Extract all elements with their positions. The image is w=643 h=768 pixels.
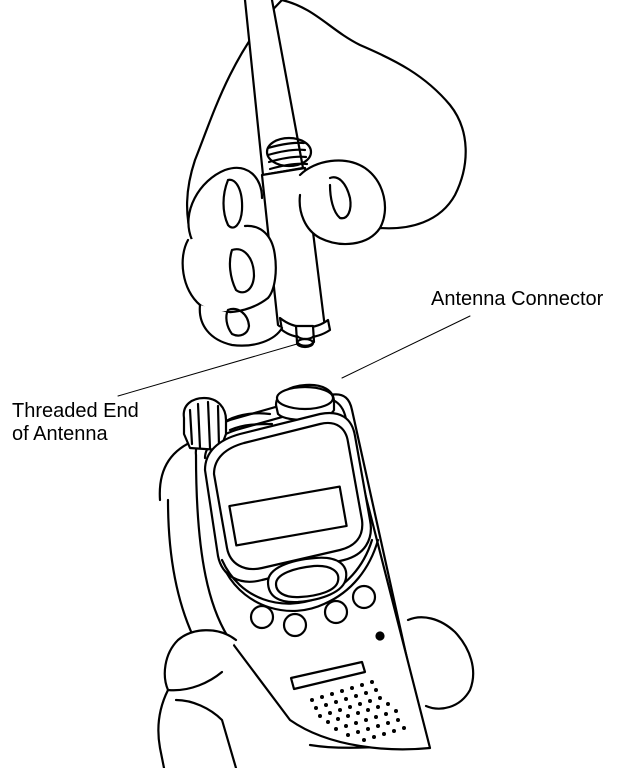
leader-antenna-connector — [342, 316, 470, 378]
radio-indicator-dot — [377, 633, 384, 640]
round-button-1 — [251, 606, 273, 628]
round-button-3 — [325, 601, 347, 623]
round-button-2 — [284, 614, 306, 636]
round-button-4 — [353, 586, 375, 608]
threaded-end-label-line1: Threaded End — [12, 400, 139, 423]
antenna-connector-label: Antenna Connector — [431, 288, 603, 311]
threaded-end-label-line2: of Antenna — [12, 423, 139, 446]
leader-threaded-end — [118, 344, 297, 396]
threaded-end-label: Threaded End of Antenna — [12, 400, 139, 446]
